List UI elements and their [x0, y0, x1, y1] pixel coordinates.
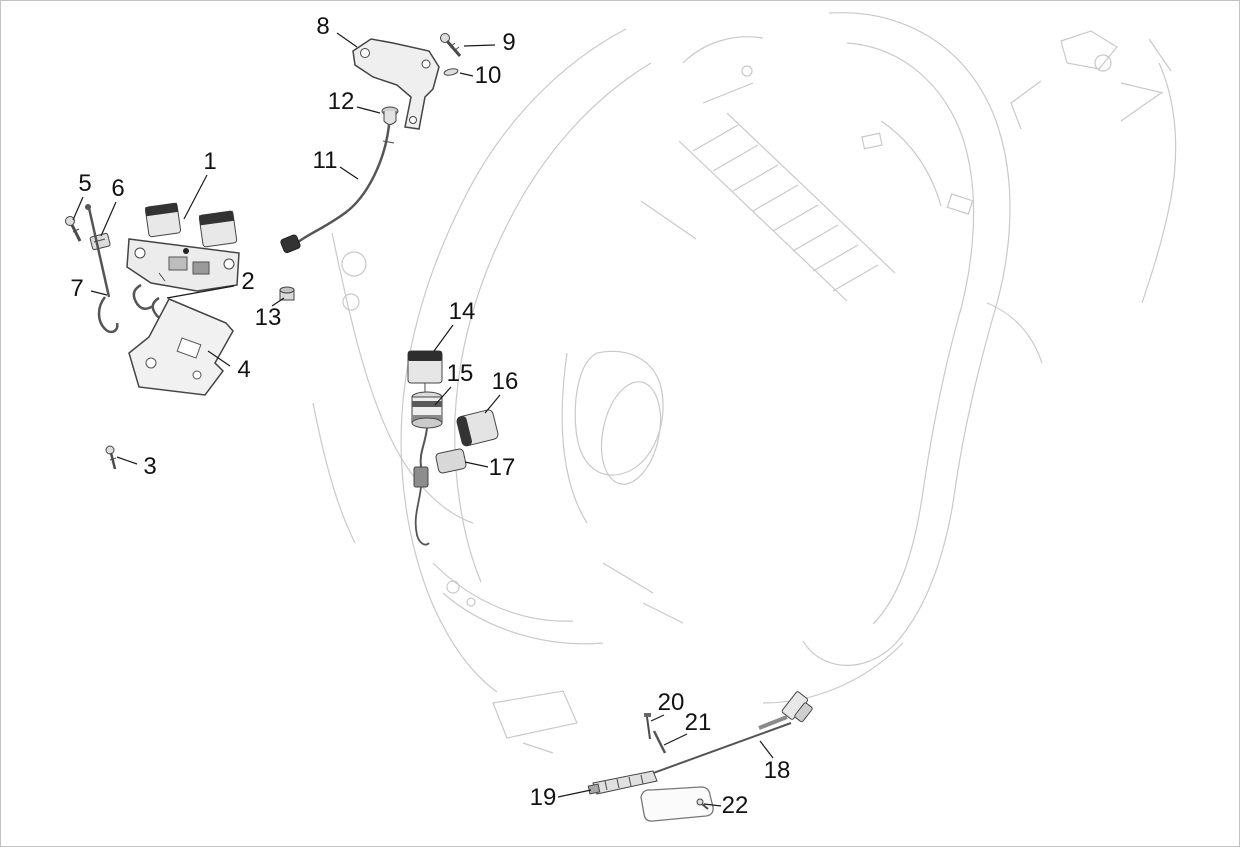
leader-line-15	[434, 386, 452, 406]
screw-5-drawing	[65, 216, 82, 242]
screw-20-drawing	[644, 713, 651, 740]
leader-line-18	[759, 740, 774, 759]
leader-line-21	[663, 733, 688, 746]
leader-line-13	[271, 297, 285, 307]
callout-4: 4	[237, 356, 251, 383]
callout-19: 19	[529, 784, 557, 811]
screw-3-drawing	[105, 445, 117, 470]
leader-line-20	[650, 714, 665, 722]
leader-line-4	[207, 350, 231, 367]
chassis-ghost-drawing	[312, 12, 1177, 754]
relay-14-drawing	[407, 350, 443, 546]
rod-7-drawing	[85, 204, 119, 334]
callout-17: 17	[488, 454, 516, 481]
callout-6: 6	[111, 175, 125, 202]
leader-line-12	[356, 106, 381, 114]
callout-10: 10	[474, 62, 502, 89]
leader-line-8	[336, 32, 358, 48]
callout-3: 3	[143, 453, 157, 480]
leader-line-3	[116, 456, 138, 465]
callout-8: 8	[316, 13, 330, 40]
clip-6-drawing	[89, 232, 111, 251]
relay-16-drawing	[456, 409, 499, 447]
callout-13: 13	[254, 304, 282, 331]
mount-plate-drawing	[640, 786, 714, 822]
leader-line-11	[339, 166, 359, 180]
callout-20: 20	[657, 689, 685, 716]
callout-9: 9	[502, 29, 516, 56]
callout-16: 16	[491, 368, 519, 395]
leader-line-19	[557, 789, 592, 798]
screw-9-drawing	[440, 33, 462, 57]
sensor-plate-19-drawing	[587, 770, 658, 795]
leader-line-17	[464, 461, 489, 468]
leader-line-10	[459, 72, 474, 77]
leader-line-16	[484, 394, 501, 414]
callout-15: 15	[446, 360, 474, 387]
grommet-12-drawing	[381, 106, 399, 125]
callout-11: 11	[312, 147, 338, 174]
regulator-assembly-drawing	[126, 202, 240, 292]
callout-22: 22	[721, 792, 749, 819]
leader-line-2	[166, 285, 235, 299]
callout-21: 21	[684, 709, 712, 736]
screw-22-drawing	[696, 798, 709, 810]
cable-11-drawing	[280, 124, 395, 254]
support-bracket-drawing	[128, 298, 234, 396]
leader-line-14	[433, 324, 454, 352]
leader-line-5	[72, 196, 84, 221]
nut-13-drawing	[279, 286, 295, 301]
leader-lines-layer	[72, 32, 774, 807]
pin-21-drawing	[652, 730, 667, 754]
callout-18: 18	[763, 757, 791, 784]
leader-line-9	[463, 44, 496, 47]
top-bracket-drawing	[352, 38, 440, 130]
leader-line-1	[183, 174, 208, 220]
callout-12: 12	[327, 88, 355, 115]
leader-line-7	[90, 290, 108, 296]
leader-line-6	[100, 201, 117, 237]
callout-1: 1	[203, 148, 217, 175]
callout-14: 14	[448, 298, 476, 325]
callout-5: 5	[78, 170, 92, 197]
callout-7: 7	[70, 275, 84, 302]
callout-2: 2	[241, 268, 255, 295]
washer-10-drawing	[443, 68, 459, 76]
relay-17-drawing	[435, 448, 467, 474]
leader-line-22	[703, 803, 722, 807]
